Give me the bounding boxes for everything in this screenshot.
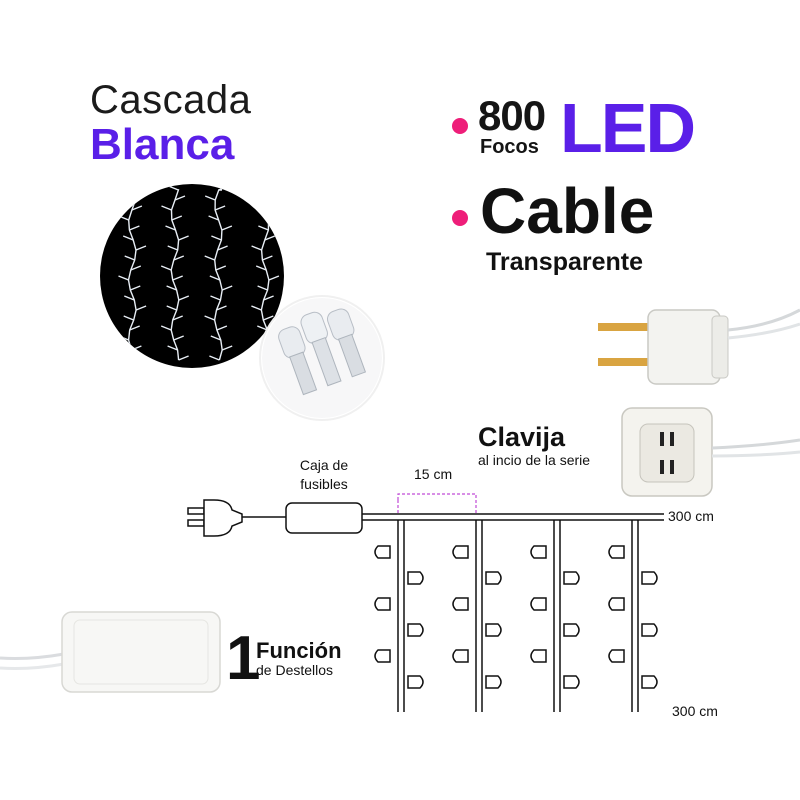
bulb-icon [563, 571, 580, 585]
product-photo-circle [100, 184, 284, 368]
plug-icon [187, 499, 243, 537]
plug-title: Clavija [478, 422, 566, 452]
function-detail: de Destellos [256, 662, 334, 678]
wiring-diagram [187, 493, 664, 712]
bulb-icon [407, 623, 424, 637]
bulb-icon [374, 545, 391, 559]
spacing-label: 15 cm [414, 466, 453, 482]
bulb-icon [641, 675, 658, 689]
bulb-icon [407, 675, 424, 689]
length-bottom-label: 300 cm [672, 703, 718, 719]
bulb-icon [530, 545, 547, 559]
function-label: Función [256, 638, 342, 663]
bulb-count-unit: Focos [480, 136, 539, 158]
bulb-icon [530, 649, 547, 663]
bullet-dot [452, 210, 468, 226]
bullet-dot [452, 118, 468, 134]
bulb-icon [530, 597, 547, 611]
fuse-box-icon [285, 502, 363, 534]
bulb-icon [452, 649, 469, 663]
bulb-icon [407, 571, 424, 585]
title-line-1: Cascada [90, 78, 252, 122]
cable-label: Cable [480, 175, 655, 247]
length-top-label: 300 cm [668, 508, 714, 524]
bulb-icon [608, 649, 625, 663]
bulb-icon [485, 571, 502, 585]
bulb-closeup-photo [259, 295, 385, 421]
plug-subtitle: al incio de la serie [478, 452, 591, 468]
led-label: LED [560, 89, 696, 167]
function-number: 1 [226, 624, 261, 693]
title-line-2: Blanca [90, 120, 235, 169]
bulb-icon [641, 571, 658, 585]
male-plug-image [598, 308, 800, 385]
bulb-icon [563, 675, 580, 689]
fuse-box-label: Caja de fusibles [299, 457, 349, 492]
female-connector-image [621, 407, 800, 497]
bulb-icon [374, 649, 391, 663]
bulb-icon [452, 545, 469, 559]
bulb-icon [641, 623, 658, 637]
bulb-icon [485, 675, 502, 689]
bulb-icon [374, 597, 391, 611]
bulb-icon [608, 597, 625, 611]
cable-detail: Transparente [486, 248, 644, 276]
bulb-count: 800 [478, 92, 546, 139]
bulb-icon [485, 623, 502, 637]
controller-box-image [0, 611, 221, 693]
bulb-icon [452, 597, 469, 611]
bulb-icon [608, 545, 625, 559]
bulb-icon [563, 623, 580, 637]
